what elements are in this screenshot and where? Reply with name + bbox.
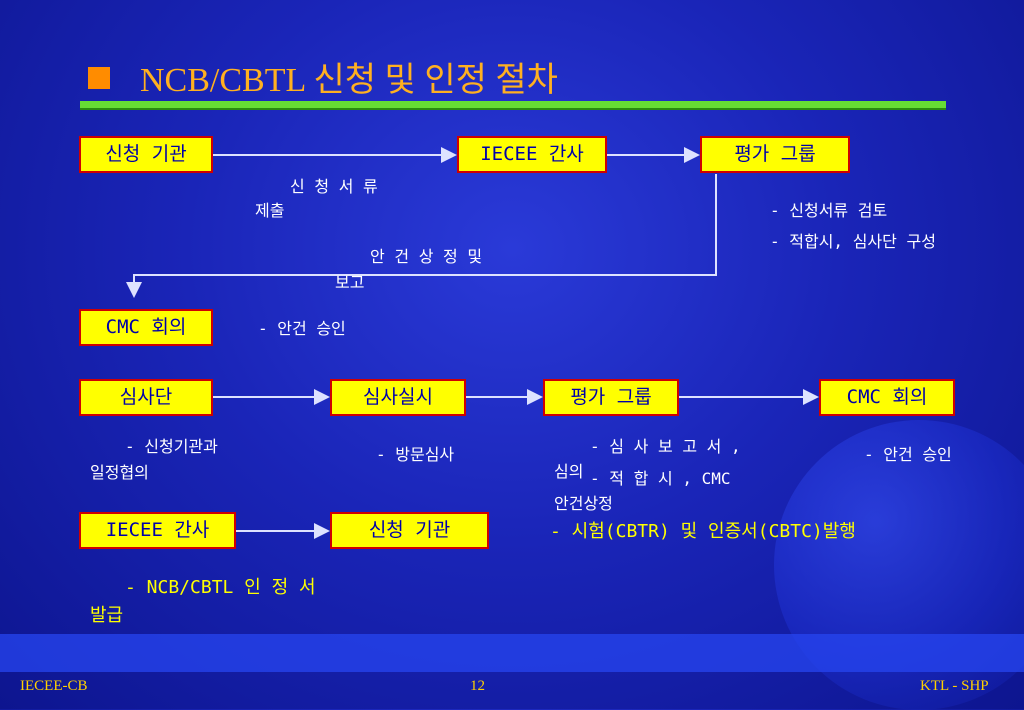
note-ncb-1: - NCB/CBTL 인 정 서: [125, 577, 316, 598]
box-inspect-do: 심사실시: [330, 379, 466, 416]
box-iecee-bottom: IECEE 간사: [79, 512, 236, 549]
box-cmc-bottom: CMC 회의: [819, 379, 955, 416]
square-bullet-icon: [88, 67, 110, 89]
note-ncb-2: 발급: [90, 605, 124, 626]
box-eval-top: 평가 그룹: [700, 136, 850, 173]
box-cmc-mid: CMC 회의: [79, 309, 213, 346]
note-report-1: 안 건 상 정 및: [370, 247, 483, 266]
footer-left: IECEE-CB: [20, 678, 88, 694]
note-cmc-approve: - 안건 승인: [258, 319, 346, 338]
note-submit-2: 제출: [255, 201, 285, 220]
title-rule: [80, 101, 946, 110]
box-applicant-bottom: 신청 기관: [330, 512, 489, 549]
note-submit-1: 신 청 서 류: [290, 177, 378, 196]
note-eval-b4: 안건상정: [554, 494, 613, 513]
note-team-1: - 신청기관과: [125, 437, 218, 456]
note-issue-test: - 시험(CBTR) 및 인증서(CBTC)발행: [550, 521, 856, 542]
footer-band: [0, 634, 1024, 672]
box-eval-bottom: 평가 그룹: [543, 379, 679, 416]
note-eval-2: - 적합시, 심사단 구성: [770, 232, 936, 251]
note-visit: - 방문심사: [376, 445, 455, 464]
note-report-2: 보고: [335, 273, 365, 292]
box-iecee-top: IECEE 간사: [457, 136, 607, 173]
note-cmc-b-approve: - 안건 승인: [864, 445, 952, 464]
footer-page-number: 12: [470, 678, 485, 694]
note-eval-b2: 심의: [554, 462, 584, 481]
arrow-eval-to-cmc: [126, 174, 717, 298]
footer-right: KTL - SHP: [920, 678, 989, 694]
note-eval-b1: - 심 사 보 고 서 ,: [590, 437, 741, 456]
note-eval-b3: - 적 합 시 , CMC: [590, 469, 731, 488]
note-eval-1: - 신청서류 검토: [770, 201, 888, 220]
note-team-2: 일정협의: [90, 463, 149, 482]
box-applicant-top: 신청 기관: [79, 136, 213, 173]
title-text: NCB/CBTL 신청 및 인정 절차: [140, 62, 558, 99]
box-inspect-team: 심사단: [79, 379, 213, 416]
slide-title: NCB/CBTL 신청 및 인정 절차: [88, 52, 558, 101]
